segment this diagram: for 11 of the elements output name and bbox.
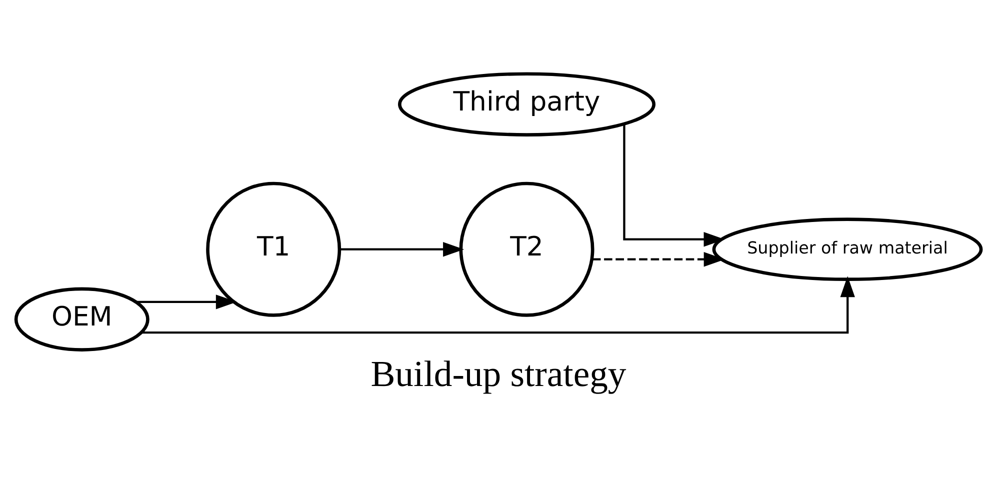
arrow (592, 252, 725, 267)
arrow (136, 294, 237, 310)
caption: Build-up strategy (370, 352, 626, 394)
arrow (339, 242, 464, 257)
node-circle: T2 (459, 182, 594, 317)
arrow (623, 124, 725, 247)
node-ellipse: Supplier of raw material (712, 218, 983, 282)
node-ellipse: Third party (398, 72, 656, 136)
node-ellipse: OEM (14, 287, 150, 352)
arrow (141, 276, 855, 334)
node-circle: T1 (206, 182, 342, 317)
